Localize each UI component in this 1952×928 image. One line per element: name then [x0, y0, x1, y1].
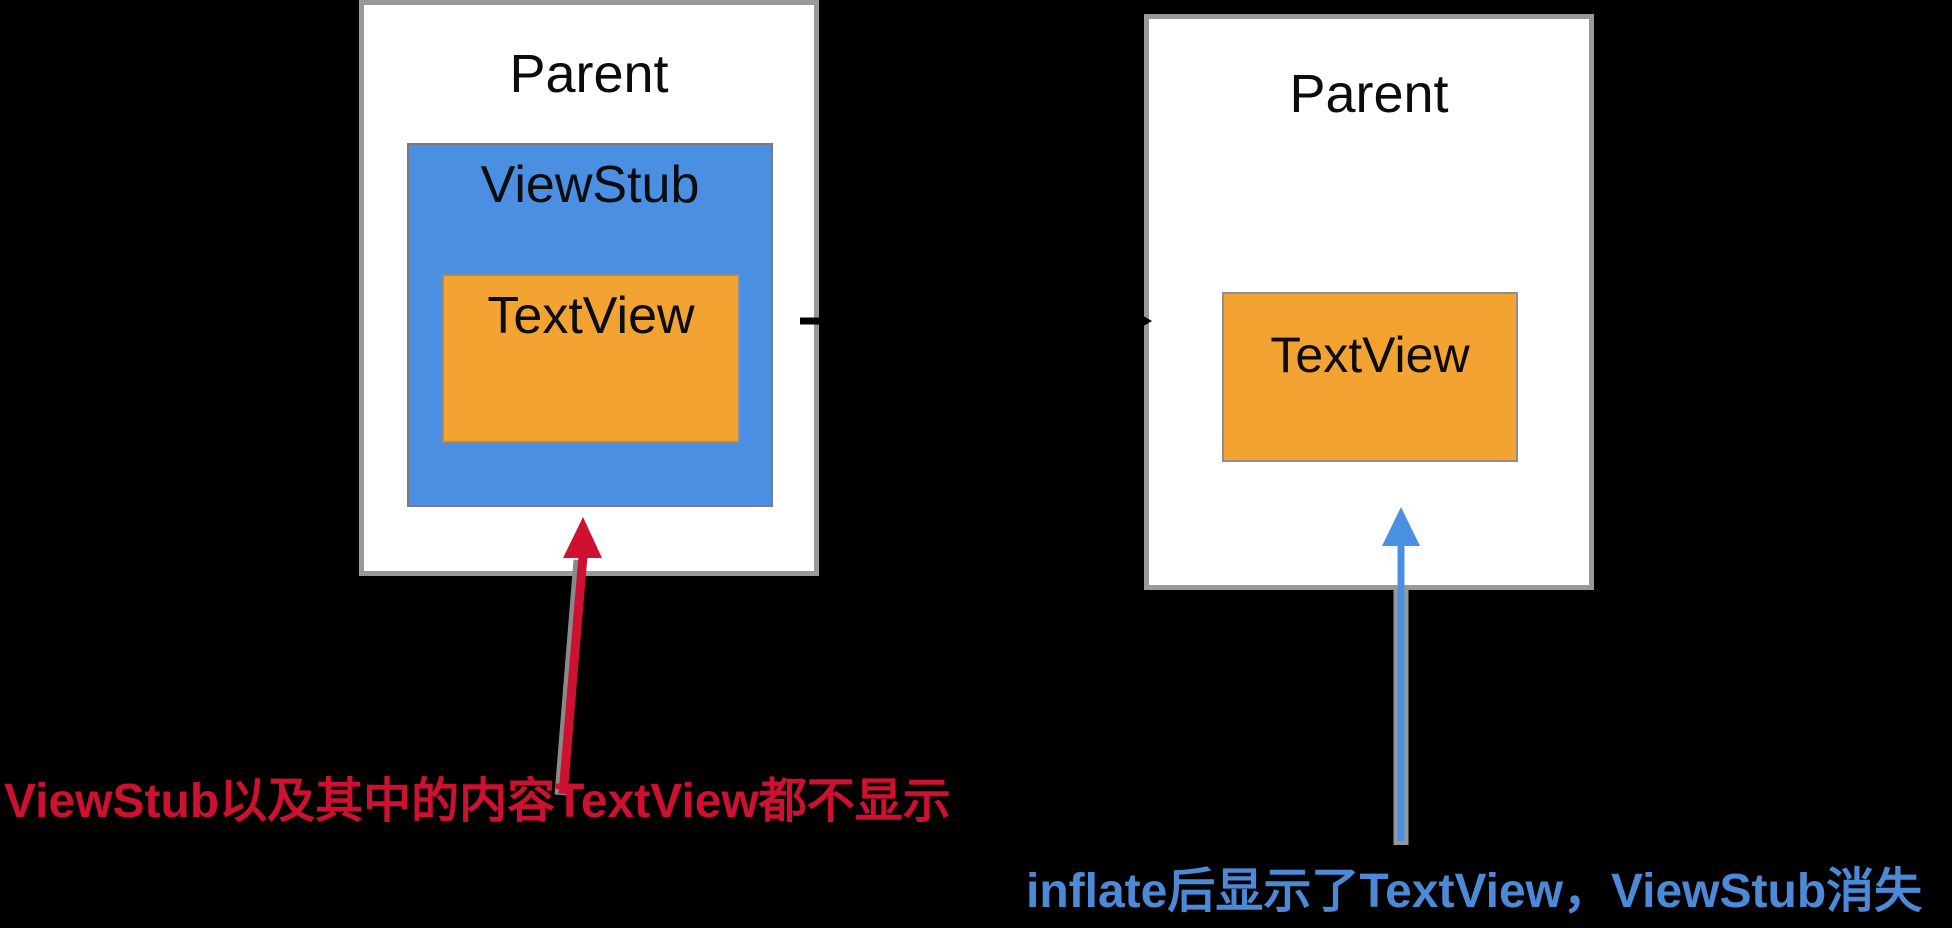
right-textview-box: TextView	[1222, 292, 1518, 462]
viewstub-box: ViewStub TextView	[407, 143, 773, 507]
left-textview-box: TextView	[442, 274, 740, 443]
left-caption: ViewStub以及其中的内容TextView都不显示	[4, 775, 951, 828]
left-parent-box: Parent ViewStub TextView	[359, 0, 819, 576]
viewstub-label: ViewStub	[480, 156, 700, 214]
right-parent-label: Parent	[1289, 64, 1449, 124]
right-parent-box: Parent TextView	[1144, 14, 1594, 590]
left-textview-label: TextView	[487, 287, 695, 345]
left-parent-label: Parent	[509, 44, 669, 104]
right-caption: inflate后显示了TextView，ViewStub消失	[1026, 865, 1923, 918]
right-textview-label: TextView	[1270, 327, 1470, 383]
black-right-arrow-icon	[800, 307, 1152, 335]
